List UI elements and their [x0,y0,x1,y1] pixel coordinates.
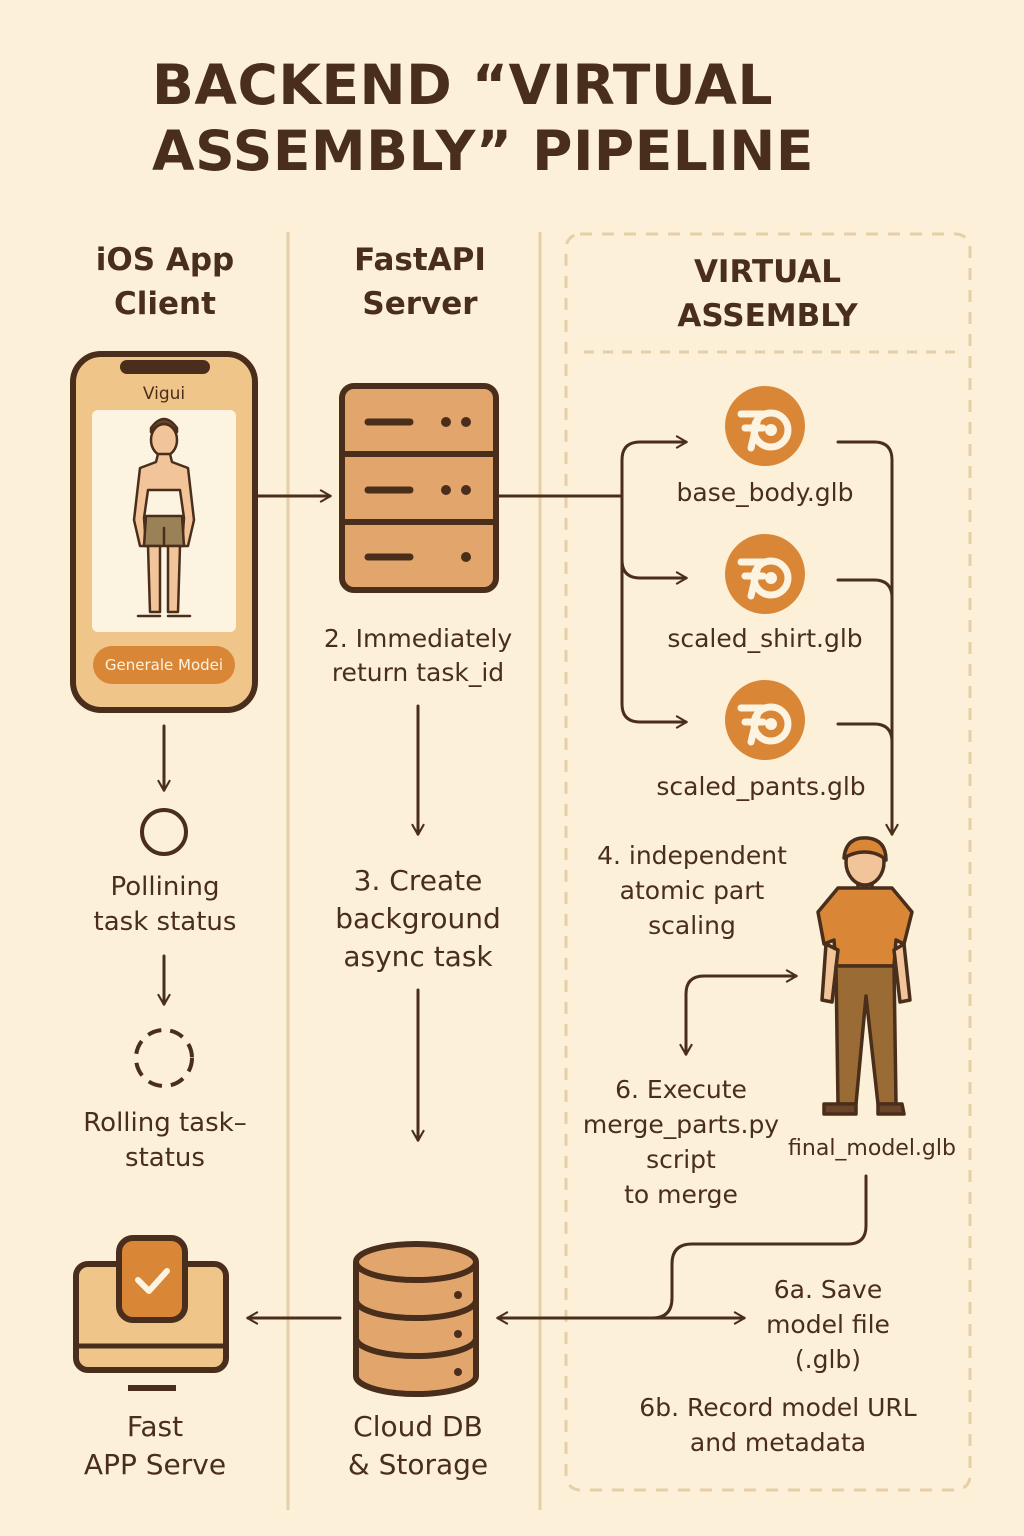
file-scaled-shirt: scaled_shirt.glb [667,624,863,653]
diagram-title: BACKEND “VIRTUAL ASSEMBLY” PIPELINE [152,53,814,183]
step6a-label: 6a. Save model file (.glb) [766,1275,890,1374]
column-header-assembly: VIRTUAL ASSEMBLY [677,254,858,334]
circle-icon [140,808,188,856]
blender-icon [725,680,805,760]
phone-avatar [132,417,196,618]
arrow-scaling-loop [684,969,798,1054]
step6-label: 6. Execute merge_parts.py script to merg… [582,1075,780,1209]
fast-app-label: Fast APP Serve [83,1410,227,1481]
blender-icon [725,534,805,614]
column-header-server: FastAPI Server [354,242,486,322]
database-icon [353,1241,479,1397]
phone-icon [70,351,258,713]
check-monitor-icon [73,1235,229,1391]
arrow-final-to-storage [650,1174,868,1320]
step6b-label: 6b. Record model URL and metadata [639,1393,917,1457]
storage-label: Cloud DB & Storage [347,1410,489,1481]
file-scaled-pants: scaled_pants.glb [656,772,866,801]
phone-app-name: Vigui [142,384,186,404]
step3-label: 3. Create background async task [335,864,501,973]
polling-label: Pollining task status [93,872,237,937]
rolling-label: Rolling task– status [83,1108,247,1173]
assembly-panel [564,232,972,1492]
dashed-circle-icon [134,1028,194,1088]
generate-model-button[interactable]: Generale Modei [104,656,224,674]
column-header-client: iOS App Client [95,242,235,322]
arrow-files-to-final [836,440,899,836]
blender-icon [725,386,805,466]
server-icon [339,383,499,593]
person-icon [816,836,914,1116]
file-base-body: base_body.glb [676,478,854,507]
step2-label: 2. Immediately return task_id [323,624,513,687]
step4-label: 4. independent atomic part scaling [597,841,787,940]
final-model-label: final_model.glb [788,1136,956,1161]
